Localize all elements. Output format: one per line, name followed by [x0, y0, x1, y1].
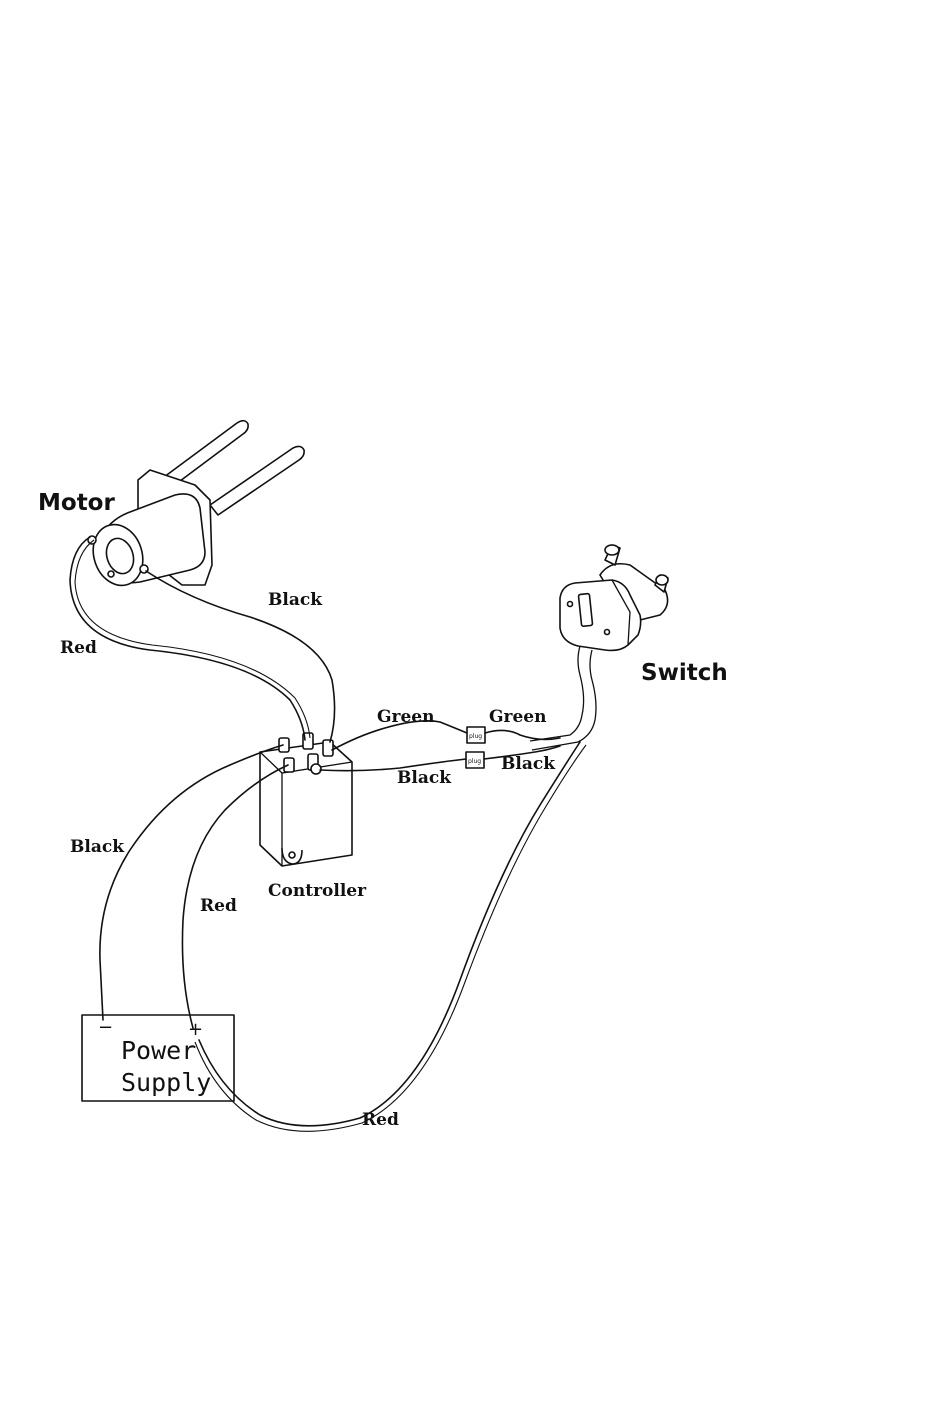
wire-label-motor-red: Red — [60, 638, 97, 658]
wire-label-power-red: Red — [200, 896, 237, 916]
controller-drawing — [260, 733, 352, 866]
switch-label: Switch — [641, 660, 728, 686]
wire-label-green-controller: Green — [377, 707, 434, 727]
wire-label-power-black: Black — [70, 837, 125, 857]
controller-label: Controller — [268, 881, 367, 901]
minus-terminal-label: − — [98, 1017, 113, 1038]
switch-drawing — [530, 545, 668, 750]
wire-label-black-controller: Black — [397, 768, 452, 788]
wire-label-motor-black: Black — [268, 590, 323, 610]
plug-black-label: plug — [468, 758, 481, 765]
wire-label-green-switch: Green — [489, 707, 546, 727]
motor-drawing — [86, 421, 305, 592]
power-supply-label-line1: Power — [121, 1036, 196, 1065]
power-supply-label-line2: Supply — [121, 1068, 211, 1097]
motor-label: Motor — [38, 490, 115, 516]
wire-label-switch-red: Red — [362, 1110, 399, 1130]
wire-label-black-switch: Black — [501, 754, 556, 774]
plug-green-label: plug — [469, 733, 482, 740]
